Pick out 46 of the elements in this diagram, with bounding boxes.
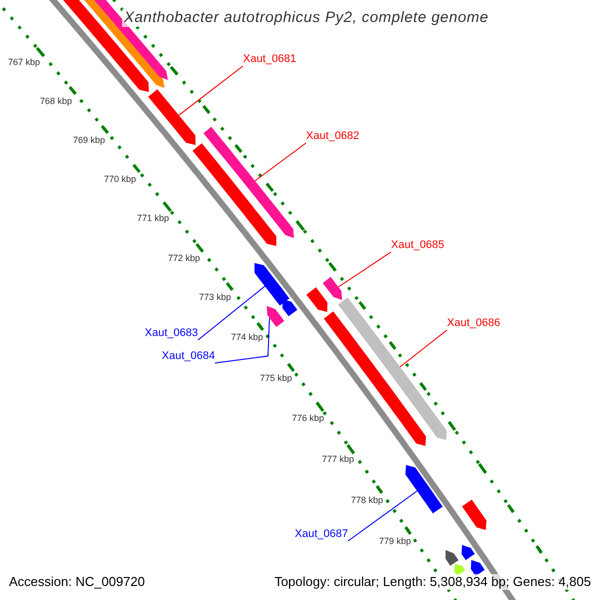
gene-label: Xaut_0685: [391, 239, 444, 252]
gene-feature: [254, 263, 290, 306]
gene-feature: [462, 545, 475, 560]
gene-feature: [282, 299, 298, 316]
gene-feature: [446, 550, 458, 566]
gene-feature: [322, 276, 342, 300]
gene-label: Xaut_0682: [306, 130, 360, 143]
gene-label: Xaut_0687: [294, 528, 348, 541]
position-label: 773 kbp: [199, 292, 232, 303]
leader-line: [214, 318, 270, 364]
leader-line: [348, 490, 418, 542]
gene-label: Xaut_0681: [243, 53, 296, 66]
position-label: 775 kbp: [260, 373, 292, 384]
gene-feature: [148, 89, 196, 145]
gene-label: Xaut_0686: [447, 317, 500, 330]
gene-feature: [338, 297, 447, 440]
position-label: 769 kbp: [73, 135, 106, 146]
position-label: 768 kbp: [40, 96, 72, 107]
position-label: 770 kbp: [104, 174, 136, 185]
gene-label: Xaut_0683: [144, 327, 198, 340]
leader-line: [178, 66, 244, 116]
position-label: 777 kbp: [322, 454, 354, 465]
gene-feature: [192, 143, 276, 246]
position-label: 771 kbp: [137, 213, 170, 224]
genome-info-text: Topology: circular; Length: 5,308,934 bp; Genes: 4,805: [272, 574, 593, 590]
gene-feature: [203, 126, 294, 238]
position-label: 776 kbp: [292, 413, 324, 424]
gene-feature: [470, 560, 485, 576]
position-label: 779 kbp: [379, 536, 412, 547]
gene-feature: [462, 500, 486, 530]
position-label: 774 kbp: [231, 332, 264, 343]
leader-line: [338, 252, 392, 288]
leader-line: [198, 286, 266, 340]
leader-line: [400, 330, 448, 368]
position-label: 767 kbp: [8, 57, 40, 68]
accession-text: Accession: NC_009720: [7, 574, 147, 590]
position-label: 772 kbp: [168, 253, 200, 264]
gene-label: Xaut_0684: [162, 350, 215, 363]
gene-feature: [454, 564, 466, 576]
gene-feature: [306, 287, 328, 312]
gene-feature: [405, 465, 443, 514]
position-label: 778 kbp: [351, 495, 384, 506]
gene-feature: [266, 306, 284, 327]
map-title: Xanthobacter autotrophicus Py2, complete genome: [122, 9, 491, 27]
leader-line: [254, 142, 306, 182]
gene-feature: [324, 311, 426, 446]
